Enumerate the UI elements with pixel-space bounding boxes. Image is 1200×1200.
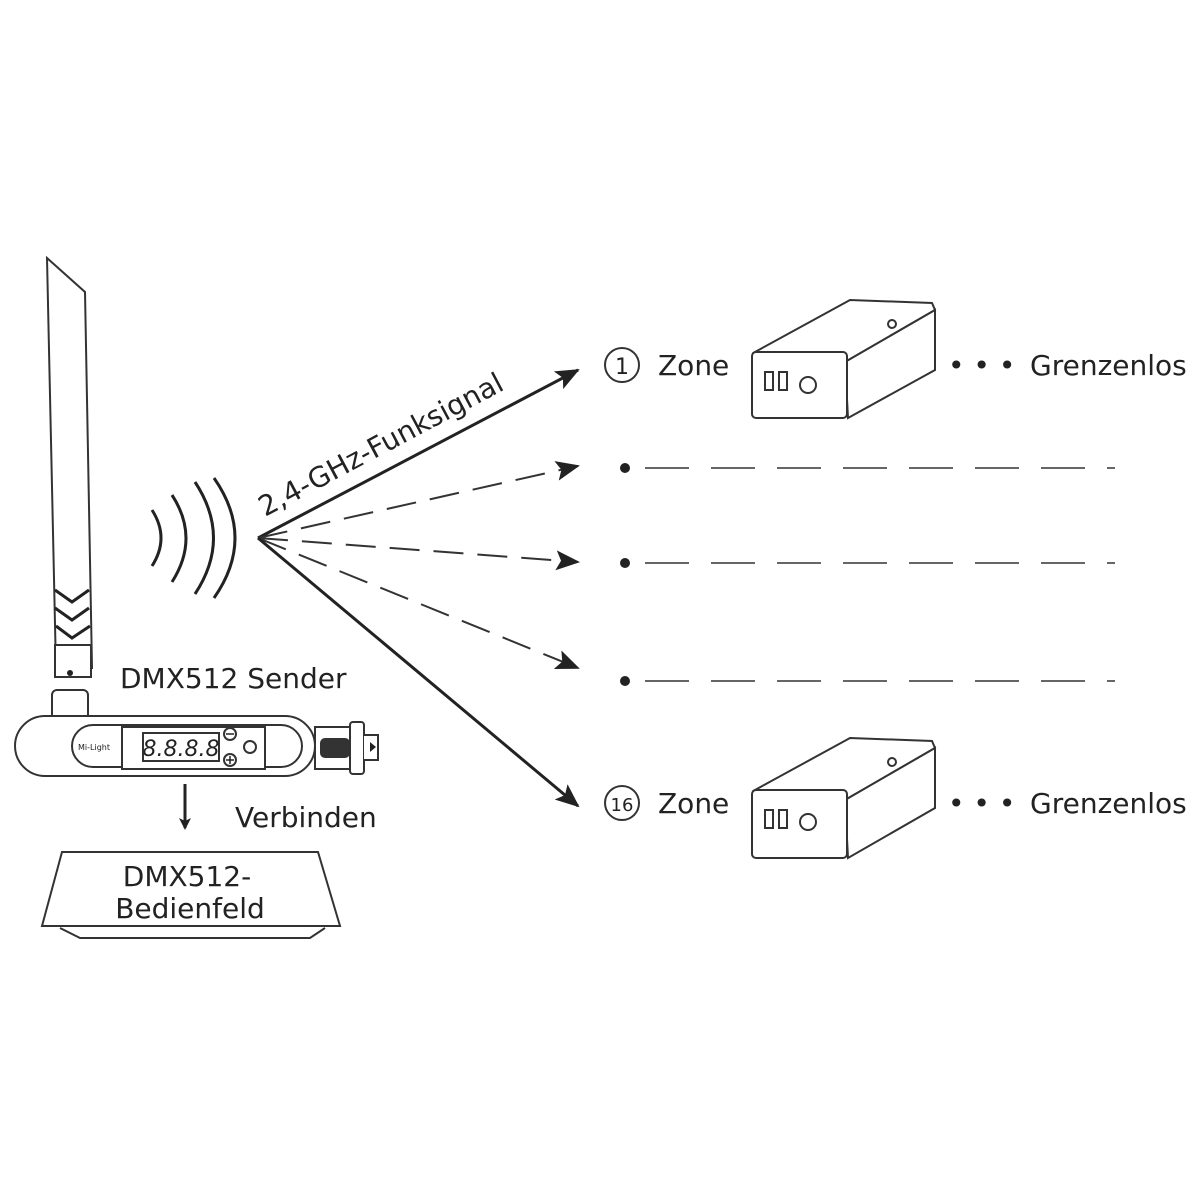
zone-row-1: 1 Zone • • • Grenzenlos xyxy=(604,298,1187,420)
zone-number: 1 xyxy=(615,355,629,380)
signal-arrow-zone-1 xyxy=(257,368,580,540)
zone-suffix: Grenzenlos xyxy=(1030,787,1187,820)
signal-arrow-dashed xyxy=(257,537,580,571)
zone-suffix: Grenzenlos xyxy=(1030,349,1187,382)
dmx512-control-panel: DMX512- Bedienfeld xyxy=(40,851,342,939)
intermediate-zone-rows xyxy=(620,463,1115,686)
signal-label: 2,4-GHz-Funksignal xyxy=(253,366,509,523)
radio-waves-icon xyxy=(150,477,237,599)
zone-label: Zone xyxy=(658,349,729,382)
zone-label: Zone xyxy=(658,787,729,820)
dmx512-transmitter: 8.8.8.8 Mi-Light xyxy=(14,715,379,777)
signal-arrow-dashed xyxy=(257,537,580,669)
signal-arrow-dashed xyxy=(257,461,580,539)
antenna-icon xyxy=(45,255,94,721)
brand-logo: Mi-Light xyxy=(78,743,110,752)
zone-row-16: 16 Zone • • • Grenzenlos xyxy=(604,736,1187,860)
ellipsis: • • • xyxy=(948,787,1015,820)
signal-arrow-zone-16 xyxy=(257,536,580,808)
receiver-controller-icon xyxy=(751,298,937,420)
receiver-controller-icon xyxy=(751,736,937,860)
zone-number: 16 xyxy=(611,795,634,816)
transmitter-label: DMX512 Sender xyxy=(120,662,347,695)
panel-label-line1: DMX512- xyxy=(123,860,251,893)
panel-label-line2: Bedienfeld xyxy=(115,892,265,925)
connect-label: Verbinden xyxy=(235,801,377,834)
led-display: 8.8.8.8 xyxy=(143,737,220,762)
ellipsis: • • • xyxy=(948,349,1015,382)
